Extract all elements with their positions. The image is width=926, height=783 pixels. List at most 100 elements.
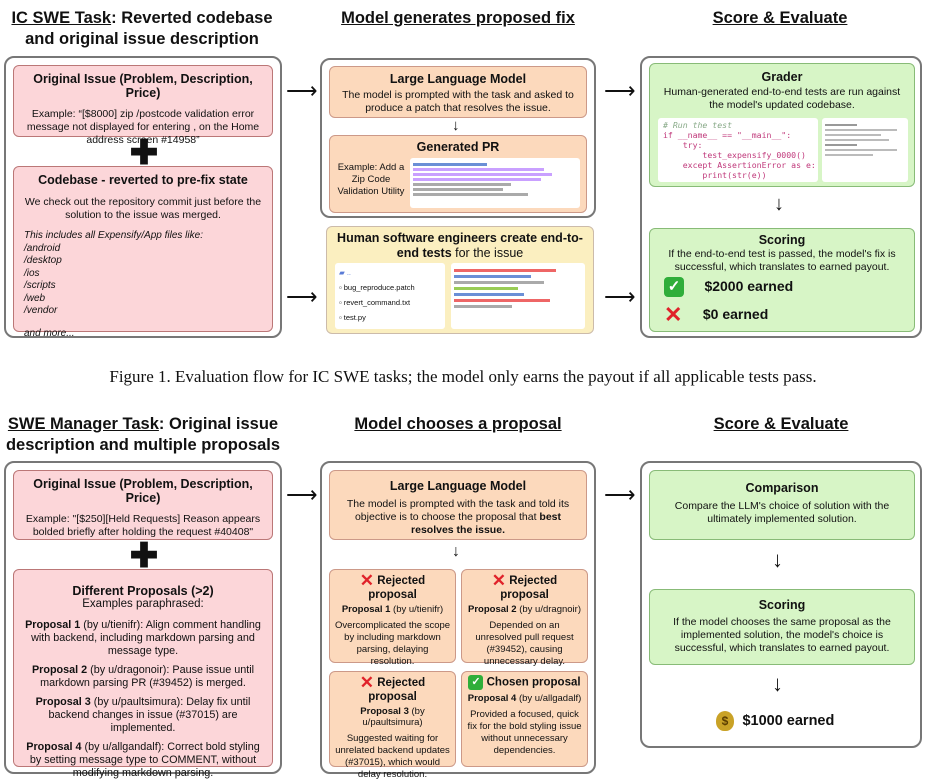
file-path: /desktop: [24, 255, 62, 266]
arrow-down-icon: ↓: [772, 671, 783, 696]
proposal-card: ✓ Chosen proposal Proposal 4 (by u/allga…: [461, 671, 588, 767]
manager-earned: $1000 earned: [742, 713, 835, 730]
arrow-down-icon: ↓: [452, 117, 460, 134]
arrow-right-icon: ⟶: [604, 284, 636, 309]
codebase-more: and more...: [24, 327, 75, 339]
proposals-subtitle: Examples paraphrased:: [82, 598, 204, 610]
manager-input-panel: Original Issue (Problem, Description, Pr…: [4, 461, 282, 779]
original-issue-title: Original Issue (Problem, Description, Pr…: [33, 72, 253, 100]
codebase-title: Codebase - reverted to pre-fix state: [38, 173, 248, 187]
file-path: /android: [24, 242, 61, 254]
codebase-box: Codebase - reverted to pre-fix state We …: [13, 166, 273, 339]
arrow-right-icon: ⟶: [604, 482, 636, 507]
file-path: /ios: [24, 267, 40, 279]
ic-swe-input-panel: Original Issue (Problem, Description, Pr…: [4, 56, 282, 339]
card-desc: Depended on an unresolved pull request (…: [475, 620, 574, 667]
generated-pr-box: Generated PR Example: Add a Zip Code Val…: [329, 135, 587, 213]
file-icon: ▫ revert_command.txt: [339, 298, 411, 307]
file-icon: ▫ bug_reproduce.patch: [339, 283, 415, 292]
card-status: ✕ Rejected proposal: [359, 673, 426, 703]
codebase-file-list: /android /desktop /ios /scripts /web /ve…: [24, 243, 262, 318]
llm-box-top: Large Language Model The model is prompt…: [329, 66, 587, 118]
model-choice-panel: Large Language Model The model is prompt…: [320, 461, 596, 780]
card-proposal-label: Proposal 2 (by u/dragnoir): [468, 604, 581, 615]
card-proposal-label: Proposal 3 (by u/paultsimura): [360, 706, 425, 728]
cross-mark-icon: ✕: [359, 673, 375, 692]
proposals-box: Different Proposals (>2) Examples paraph…: [13, 569, 273, 779]
swe-manager-header: SWE Manager Task: Original issue descrip…: [5, 415, 281, 454]
scoring-desc: If the model chooses the same proposal a…: [673, 616, 891, 654]
score-panel-bottom: Comparison Compare the LLM's choice of s…: [640, 461, 922, 748]
card-proposal-label: Proposal 1 (by u/tienifr): [341, 604, 444, 615]
money-bag-icon: $: [716, 711, 734, 731]
grader-box: Grader Human-generated end-to-end tests …: [649, 63, 915, 187]
proposal-item: Proposal 4 (by u/allgandalf): Correct bo…: [26, 741, 260, 779]
arrow-right-icon: ⟶: [286, 78, 318, 103]
figure-caption: Figure 1. Evaluation flow for IC SWE tas…: [109, 367, 817, 386]
engineer-file-list: ▰ .. ▫ bug_reproduce.patch ▫ revert_comm…: [335, 263, 445, 329]
card-desc: Provided a focused, quick fix for the bo…: [467, 709, 582, 756]
scoring-box-bottom: Scoring If the model chooses the same pr…: [649, 589, 915, 665]
proposal-card: ✕ Rejected proposal Proposal 2 (by u/dra…: [461, 569, 588, 667]
pr-code-snippet: [410, 158, 580, 208]
original-issue-example: Example: "[$250][Held Requests] Reason a…: [25, 513, 261, 538]
model-chooses-header: Model chooses a proposal: [354, 415, 562, 433]
generated-pr-title: Generated PR: [416, 140, 500, 154]
file-icon: ▫ test.py: [339, 313, 366, 322]
card-proposal-label: Proposal 4 (by u/allgadalf): [467, 693, 582, 704]
grader-doc-snippet: [822, 118, 908, 182]
grader-code: # Run the test if __name__ == "__main__"…: [658, 118, 818, 182]
card-desc: Overcomplicated the scope by including m…: [334, 620, 451, 667]
codebase-files-intro: This includes all Expensify/App files li…: [24, 230, 203, 241]
fail-earned: $0 earned: [702, 306, 769, 323]
file-path: /vendor: [24, 305, 58, 316]
pass-earned: $2000 earned: [704, 278, 794, 295]
llm-title: Large Language Model: [389, 72, 527, 86]
proposal-card: ✕ Rejected proposal Proposal 3 (by u/pau…: [329, 671, 456, 780]
original-issue-box: Original Issue (Problem, Description, Pr…: [13, 65, 273, 146]
ic-swe-header: IC SWE Task: Reverted codebase and origi…: [11, 9, 273, 48]
generated-pr-example: Example: Add a Zip Code Validation Utili…: [337, 162, 405, 197]
arrow-down-icon: ↓: [774, 193, 784, 215]
engineers-title: Human software engineers create end-to-e…: [337, 231, 583, 260]
file-path: /scripts: [24, 280, 56, 291]
original-issue-box-bottom: Original Issue (Problem, Description, Pr…: [13, 470, 273, 540]
cross-mark-icon: ✕: [664, 302, 683, 327]
llm-box-bottom: Large Language Model The model is prompt…: [329, 470, 587, 540]
folder-icon: ▰ ..: [339, 268, 352, 277]
card-desc: Suggested waiting for unrelated backend …: [335, 733, 450, 780]
scoring-title: Scoring: [758, 598, 806, 612]
plus-icon: ✚: [129, 134, 159, 172]
proposal-card: ✕ Rejected proposal Proposal 1 (by u/tie…: [329, 569, 456, 667]
llm-desc: The model is prompted with the task and …: [346, 498, 570, 536]
engineers-box: Human software engineers create end-to-e…: [326, 226, 594, 334]
cross-mark-icon: ✕: [491, 571, 507, 590]
proposals-title: Different Proposals (>2): [72, 584, 214, 598]
card-status: ✕ Rejected proposal: [359, 571, 426, 601]
original-issue-title: Original Issue (Problem, Description, Pr…: [33, 477, 253, 505]
llm-desc: The model is prompted with the task and …: [342, 89, 574, 114]
scoring-box-top: Scoring If the end-to-end test is passed…: [649, 228, 915, 332]
llm-title: Large Language Model: [389, 479, 527, 493]
pass-row: ✓ $2000 earned: [664, 277, 793, 297]
score-evaluate-header-bottom: Score & Evaluate: [713, 415, 849, 433]
cross-mark-icon: ✕: [359, 571, 375, 590]
score-panel-top: Grader Human-generated end-to-end tests …: [640, 56, 922, 338]
arrow-down-icon: ↓: [452, 543, 460, 560]
arrow-right-icon: ⟶: [604, 78, 636, 103]
check-mark-icon: ✓: [468, 675, 484, 690]
check-mark-icon: ✓: [664, 277, 684, 297]
test-code-snippet: [451, 263, 585, 329]
codebase-desc: We check out the repository commit just …: [24, 196, 262, 221]
arrow-right-icon: ⟶: [286, 284, 318, 309]
plus-icon: ✚: [129, 537, 159, 575]
fail-row: ✕ $0 earned: [664, 302, 769, 327]
earned-row: $ $1000 earned: [716, 711, 834, 731]
grader-desc: Human-generated end-to-end tests are run…: [663, 86, 901, 111]
comparison-box: Comparison Compare the LLM's choice of s…: [649, 470, 915, 540]
grader-title: Grader: [761, 70, 803, 84]
scoring-title: Scoring: [758, 233, 806, 247]
proposal-item: Proposal 1 (by u/tienifr): Align comment…: [25, 619, 261, 657]
model-generates-header: Model generates proposed fix: [341, 9, 575, 27]
file-path: /web: [24, 292, 46, 304]
